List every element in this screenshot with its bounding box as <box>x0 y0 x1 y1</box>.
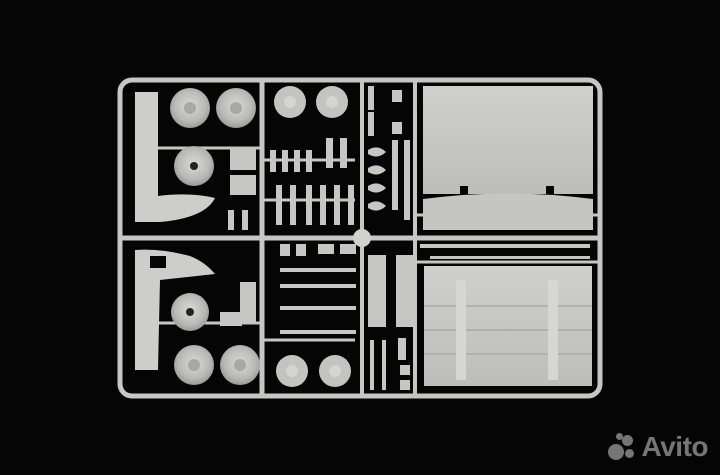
mid-column-parts <box>368 86 414 390</box>
avito-watermark-label: Avito <box>641 431 709 462</box>
sprue-tag-disc <box>353 229 371 247</box>
avito-watermark: Avito <box>607 431 709 462</box>
hub-parts <box>274 86 351 387</box>
fender-lower <box>135 249 215 370</box>
right-rods <box>420 244 590 259</box>
wheel-group-lower <box>171 293 260 385</box>
small-parts <box>220 138 356 334</box>
large-panel-upper <box>423 86 593 230</box>
avito-logo-icon <box>607 433 638 461</box>
fender-upper <box>135 92 215 222</box>
large-panel-lower <box>424 266 592 386</box>
wheel-group-upper <box>170 88 256 186</box>
